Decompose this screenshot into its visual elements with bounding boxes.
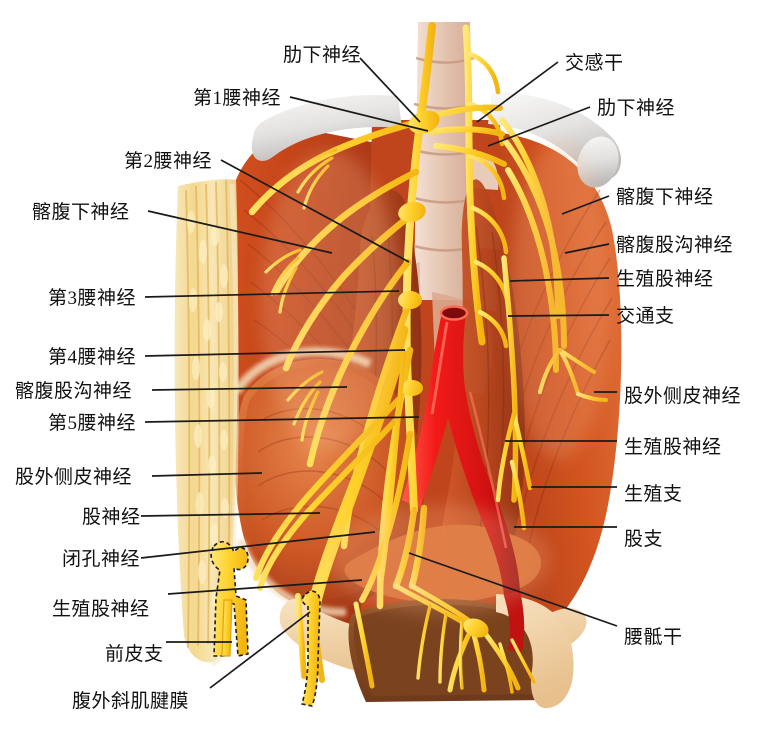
label-l1: 第1腰神经 <box>193 88 282 109</box>
label-l13: 腹外斜肌腱膜 <box>72 691 190 712</box>
leader-l7 <box>144 416 420 423</box>
leader-l4 <box>144 290 400 298</box>
leader-l9 <box>140 512 321 517</box>
leader-t1 <box>359 57 421 123</box>
sacrum <box>348 594 574 709</box>
leader-r11 <box>408 552 618 627</box>
leader-r6 <box>507 314 610 317</box>
leader-lines <box>140 57 618 689</box>
label-l2: 第2腰神经 <box>124 151 213 172</box>
label-l11: 生殖股神经 <box>52 599 150 620</box>
label-r10: 股支 <box>624 529 664 550</box>
label-l4: 第3腰神经 <box>48 288 137 309</box>
label-r9: 生殖支 <box>624 484 683 505</box>
cut-nerve-segments <box>210 540 321 707</box>
label-l9: 股神经 <box>82 507 141 528</box>
label-r1: 交感干 <box>565 53 624 74</box>
leader-l6 <box>151 386 348 391</box>
leader-l1 <box>289 96 429 132</box>
label-l7: 第5腰神经 <box>48 413 137 434</box>
leader-l2 <box>220 159 410 263</box>
label-r5: 生殖股神经 <box>616 269 714 290</box>
leader-r5 <box>509 277 610 282</box>
leader-r1 <box>476 61 559 123</box>
label-r11: 腰骶干 <box>624 627 683 648</box>
leader-l5 <box>144 349 406 357</box>
label-r6: 交通支 <box>616 306 675 327</box>
leader-r3 <box>561 195 610 215</box>
label-r8: 生殖股神经 <box>624 437 722 458</box>
leader-l11 <box>167 579 363 595</box>
label-l10: 闭孔神经 <box>62 549 141 570</box>
leader-l8 <box>151 472 263 477</box>
label-l8: 股外侧皮神经 <box>15 467 133 488</box>
label-t1: 肋下神经 <box>283 45 362 66</box>
label-l6: 髂腹股沟神经 <box>15 381 133 402</box>
label-l12: 前皮支 <box>105 644 164 665</box>
label-r2: 肋下神经 <box>597 98 676 119</box>
leader-l13 <box>209 611 311 689</box>
lighting <box>260 140 610 615</box>
leader-r2 <box>487 106 591 147</box>
label-l5: 第4腰神经 <box>48 347 137 368</box>
label-r7: 股外侧皮神经 <box>624 386 742 407</box>
label-r3: 髂腹下神经 <box>616 187 714 208</box>
label-l3: 髂腹下神经 <box>32 202 130 223</box>
leader-l3 <box>147 210 333 254</box>
label-r4: 髂腹股沟神经 <box>616 235 734 256</box>
leader-l10 <box>140 531 376 559</box>
leader-r4 <box>564 243 610 254</box>
